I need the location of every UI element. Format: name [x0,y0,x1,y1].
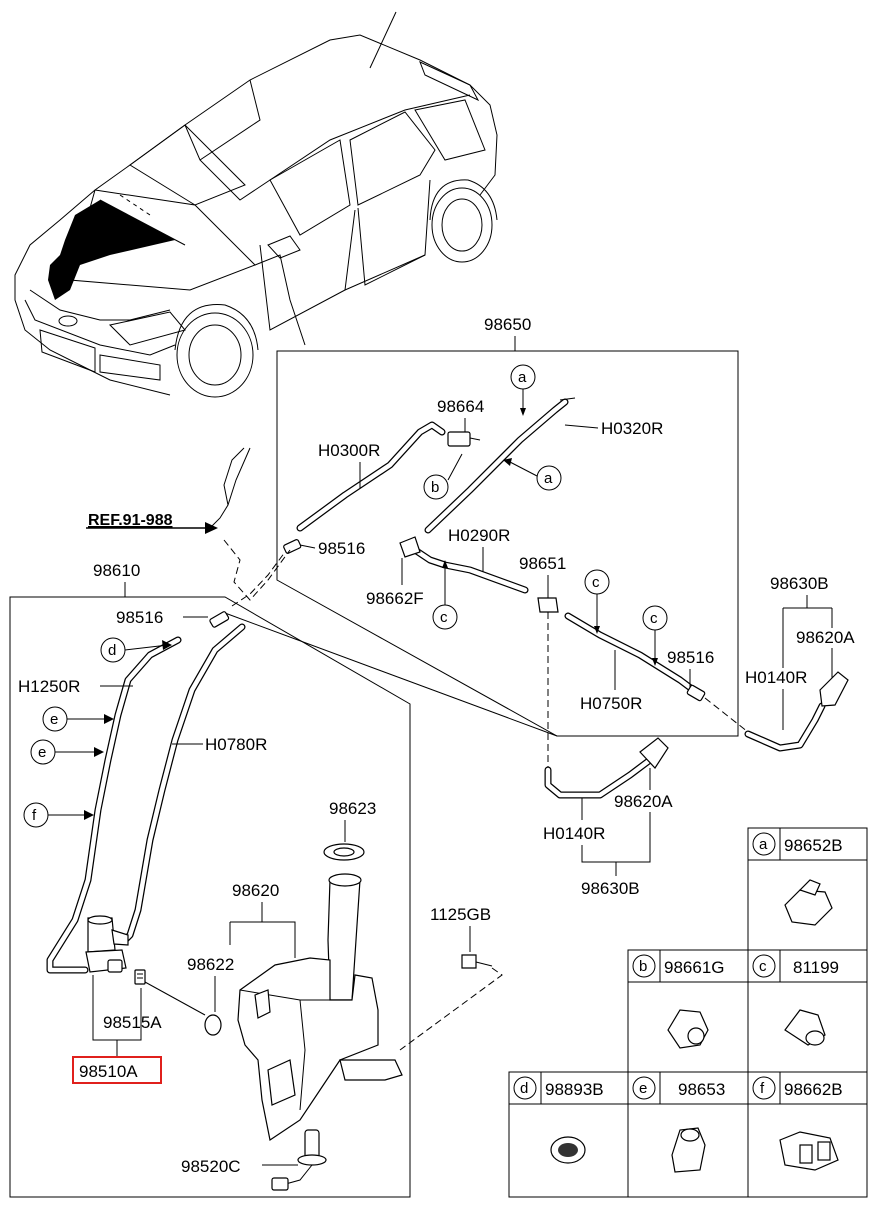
legend-cell-f [747,1071,868,1198]
pump-98510a-highlight-box [72,1056,162,1084]
grommet-98622-part [204,1014,222,1036]
label-1125gb: 1125GB [430,905,491,924]
label-98662f: 98662F [366,589,424,608]
label-98516-left: 98516 [116,608,163,627]
label-98620: 98620 [232,881,279,900]
label-h0140r-lower: H0140R [543,824,605,843]
nozzle-98620a-upper-part [819,671,849,707]
connector-98651-part [537,597,559,613]
callout-d: d [108,642,116,659]
sensor-98520c-part [304,1129,320,1159]
washer-reservoir: 98623 98620 98622 1125GB 98520C [181,799,503,1191]
legend-part-98652b: 98652B [784,836,843,855]
callout-f: f [32,807,37,824]
assembly-98610-box: 98610 [9,561,411,1198]
assembly-98610-annotations: 98516 d H1250R e H0780R e f [18,608,267,828]
clip-98662f-part [399,536,421,558]
callout-c-1: c [592,574,600,591]
nozzle-clip-98664-part [447,431,471,447]
label-ref-91-988: REF.91-988 [88,512,173,529]
label-98620a-lower: 98620A [614,792,673,811]
callout-e-2: e [38,744,46,761]
clip-98661g-icon [667,1009,709,1049]
label-98623: 98623 [329,799,376,818]
rear-washer-hoses [283,397,706,702]
legend-part-81199: 81199 [793,958,839,977]
label-98516-upper: 98516 [318,539,365,558]
label-h0780r: H0780R [205,735,267,754]
callout-c-3: c [650,610,658,627]
front-washer-hoses [46,551,286,974]
label-98520c: 98520C [181,1157,241,1176]
car-illustration [14,11,498,398]
connector-98516-upper-part [283,539,302,554]
label-98630b-lower: 98630B [581,879,640,898]
legend-letter-b: b [639,958,647,975]
legend-part-98653: 98653 [678,1080,725,1099]
callout-e-1: e [50,711,58,728]
clip-98652b-icon [784,889,833,926]
assembly-98650-box: 98650 [276,315,739,737]
legend-letter-c: c [759,958,767,975]
bolt-1125gb-part [461,954,477,969]
legend-part-98662b: 98662B [784,1080,843,1099]
callout-a-2: a [544,470,553,487]
parts-legend: a 98652B b 98661G c 81199 d 98893B e 986… [508,827,868,1198]
label-98515a: 98515A [103,1013,162,1032]
label-98622: 98622 [187,955,234,974]
label-h1250r: H1250R [18,677,80,696]
label-98650: 98650 [484,315,531,334]
label-98620a-upper: 98620A [796,628,855,647]
label-h0750r: H0750R [580,694,642,713]
label-h0320r: H0320R [601,419,663,438]
legend-letter-e: e [639,1080,647,1097]
legend-letter-a: a [759,836,768,853]
label-98610: 98610 [93,561,140,580]
label-98630b-upper: 98630B [770,574,829,593]
washer-reservoir-highlight [48,200,175,300]
label-98516-right: 98516 [667,648,714,667]
headlamp-washer-lower: 98620A H0140R 98630B [543,612,673,898]
label-h0140r-upper: H0140R [745,668,807,687]
callout-b: b [431,479,439,496]
headlamp-washer-right: 98630B 98620A H0140R [704,574,855,752]
label-98664: 98664 [437,397,484,416]
legend-part-98661g: 98661G [664,958,725,977]
legend-letter-f: f [760,1080,765,1097]
label-98651: 98651 [519,554,566,573]
label-h0300r: H0300R [318,441,380,460]
reservoir-98620-part [237,957,379,1141]
nozzle-98620a-lower-part [639,737,669,769]
ref-91-988: REF.91-988 [86,447,291,601]
label-h0290r: H0290R [448,526,510,545]
grommet-98515a-part [134,969,146,985]
assembly-98650-annotations: a 98664 H0320R H0300R a b H0290R 98516 9… [299,364,714,713]
callout-c-2: c [440,609,448,626]
callout-a-1: a [518,369,527,386]
legend-part-98893b: 98893B [545,1080,604,1099]
legend-letter-d: d [520,1080,528,1097]
washer-pump: 98515A 98510A [72,915,206,1084]
connector-98516-right-part [686,684,706,702]
connector-98516-left-part [209,611,230,628]
label-98510a: 98510A [79,1062,138,1081]
